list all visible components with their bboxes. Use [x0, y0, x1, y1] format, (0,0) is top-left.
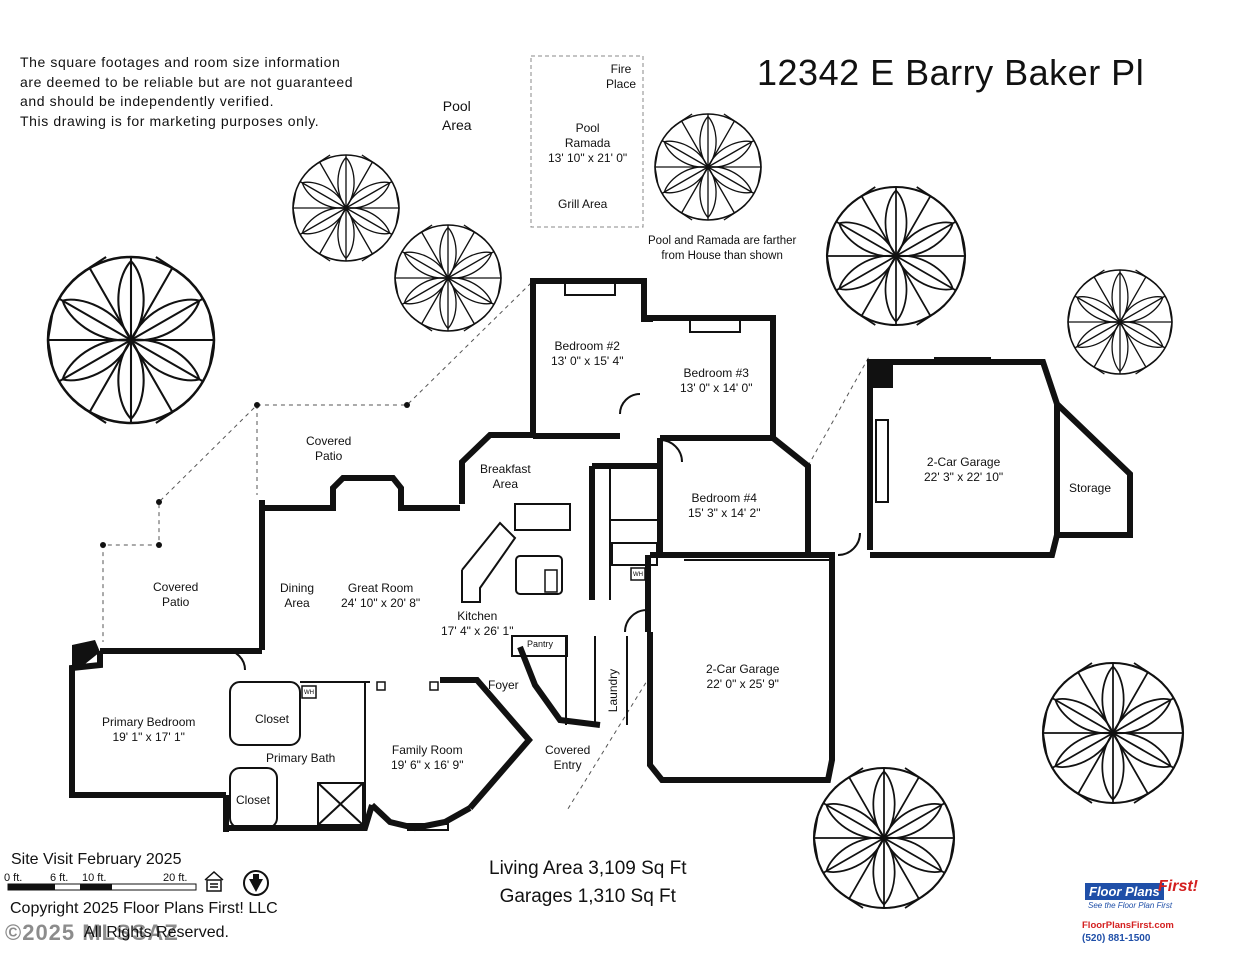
logo-name: Floor Plans [1085, 883, 1164, 900]
scale-label: 20 ft. [163, 872, 188, 884]
scale-label: 6 ft. [50, 872, 69, 884]
tree-icon [46, 255, 216, 425]
equal-housing-icon [204, 870, 224, 892]
page-title: 12342 E Barry Baker Pl [757, 52, 1145, 93]
storage-label: Storage [1069, 481, 1112, 495]
tree-icon [394, 224, 502, 332]
primary-bath-label: Primary Bath [266, 751, 336, 765]
foyer-label: Foyer [488, 678, 519, 692]
tree-icon [812, 766, 956, 910]
tree-icon [292, 154, 400, 262]
copyright: Copyright 2025 Floor Plans First! LLC [10, 900, 278, 917]
tree-icon [1067, 269, 1173, 375]
floor-plans-first-logo: Floor Plans First! See the Floor Plan Fi… [1082, 878, 1212, 948]
disclaimer: The square footages and room size inform… [20, 54, 354, 129]
grill-area-label: Grill Area [558, 197, 608, 211]
laundry-label: Laundry [606, 668, 621, 713]
logo-tagline: See the Floor Plan First [1088, 901, 1173, 910]
closet-label: Closet [255, 712, 290, 726]
water-heater-icon: WH [633, 572, 643, 578]
logo-accent: First! [1158, 878, 1198, 895]
watermark: ©2025 MLSSAZ [5, 920, 179, 945]
scale-label: 0 ft. [4, 872, 23, 884]
scale-label: 10 ft. [82, 872, 107, 884]
site-visit: Site Visit February 2025 [11, 851, 182, 868]
north-arrow-icon [243, 870, 269, 896]
pantry-label: Pantry [527, 639, 554, 649]
tree-icon [1041, 661, 1185, 805]
rights-text: All Rights Reserved. [84, 924, 229, 941]
tree-icon [654, 113, 762, 221]
scale-bar [7, 883, 197, 891]
logo-url: FloorPlansFirst.com [1082, 920, 1174, 931]
water-heater-icon: WH [304, 690, 314, 696]
logo-phone: (520) 881-1500 [1082, 933, 1151, 944]
closet-label: Closet [236, 793, 271, 807]
tree-icon [825, 185, 967, 327]
